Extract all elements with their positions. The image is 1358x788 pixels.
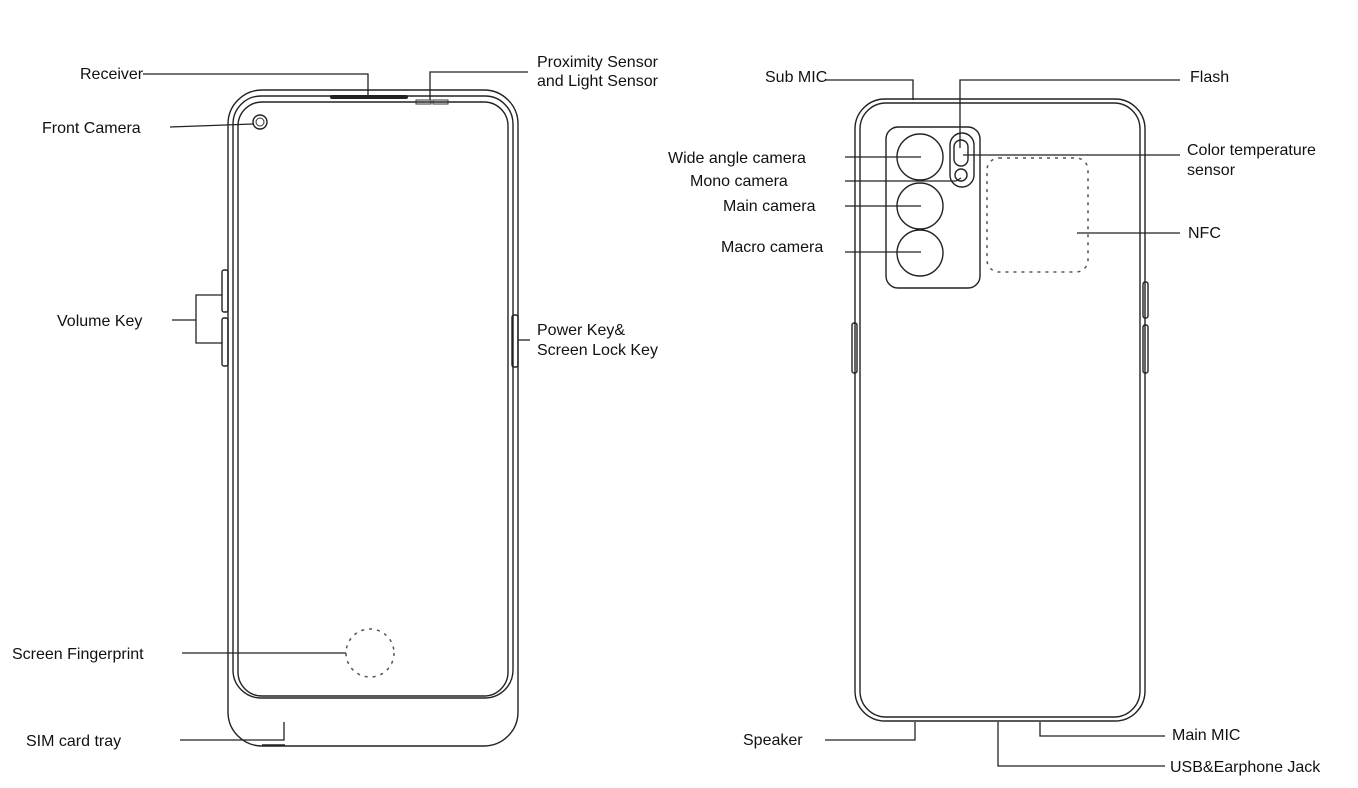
proximity-sensor [415,99,432,105]
fingerprint-area [345,628,395,678]
label-front-camera: Front Camera [42,120,141,137]
volume-up-key [221,269,229,313]
front-camera-lens [252,114,268,130]
label-wide-angle-camera: Wide angle camera [668,150,806,167]
label-proximity-sensor: Proximity Sensor [537,54,659,71]
volume-down-key [221,317,229,367]
back-phone-frame [859,102,1141,718]
label-color-temperature: Color temperature [1187,142,1316,159]
camera-module [885,126,981,289]
back-phone [851,98,1149,722]
front-phone-body [227,89,519,747]
label-usb-earphone-jack: USB&Earphone Jack [1170,759,1321,776]
label-flash: Flash [1190,69,1229,86]
label-volume-key: Volume Key [57,313,142,330]
back-phone-body [854,98,1146,722]
front-leaders [143,71,530,741]
label-macro-camera: Macro camera [721,239,823,256]
label-screen-lock-key: Screen Lock Key [537,342,658,359]
label-receiver: Receiver [80,66,144,83]
nfc-area [986,157,1089,273]
back-right-key-lower [1142,324,1149,374]
front-phone [221,89,519,747]
label-sim-card-tray: SIM card tray [26,733,121,750]
label-main-mic: Main MIC [1172,727,1240,744]
light-sensor [432,99,449,105]
label-speaker: Speaker [743,732,803,749]
back-leaders [825,79,1180,767]
macro-camera-lens [896,229,944,277]
label-screen-fingerprint: Screen Fingerprint [12,646,144,663]
front-camera-inner [255,117,265,127]
back-left-key [851,322,858,374]
front-screen [237,101,509,697]
power-key [511,314,519,368]
label-sub-mic: Sub MIC [765,69,827,86]
flash-housing [949,132,975,188]
label-power-key: Power Key& [537,322,625,339]
label-light-sensor: and Light Sensor [537,73,659,90]
flash-light [953,139,969,167]
label-main-camera: Main camera [723,198,816,215]
mono-camera-lens [954,168,968,182]
label-color-temperature-sensor: sensor [1187,162,1236,179]
label-mono-camera: Mono camera [690,173,788,190]
label-nfc: NFC [1188,225,1221,242]
front-frame [232,95,514,699]
back-right-key-upper [1142,281,1149,319]
receiver-grille [330,95,408,99]
